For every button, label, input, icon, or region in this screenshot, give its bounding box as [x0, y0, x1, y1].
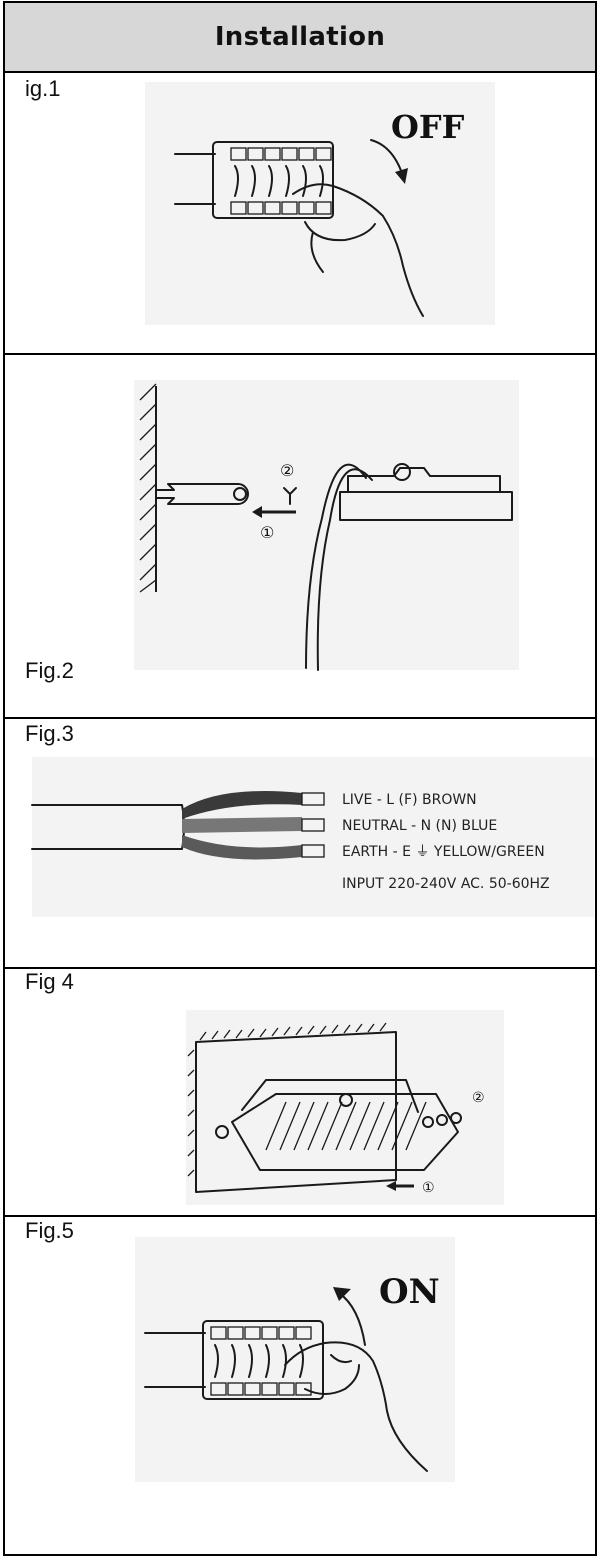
figure-5-breaker-on: ON: [135, 1237, 455, 1482]
conduit: [174, 153, 216, 205]
row-divider: [3, 967, 597, 969]
earth-wire-label: EARTH - E ⏚ YELLOW/GREEN: [342, 844, 545, 860]
knob: [450, 1112, 462, 1124]
neutral-terminal: [301, 818, 325, 832]
screw-icon: [283, 487, 297, 505]
row-divider: [3, 353, 597, 355]
earth-wire: [182, 835, 302, 860]
push-arrowhead: [386, 1181, 396, 1191]
step-2-callout: ②: [472, 1090, 485, 1106]
breaker-switches: [214, 1344, 304, 1378]
power-cable: [305, 463, 373, 671]
figure-1-label: ig.1: [25, 76, 61, 101]
insert-arrowhead: [252, 506, 262, 518]
step-1-callout: ①: [422, 1180, 435, 1196]
step-2-callout: ②: [280, 461, 294, 480]
row-divider: [3, 1215, 597, 1217]
breaker-terminals-top: [230, 147, 332, 161]
mounting-wall: [195, 1031, 397, 1193]
mount-bracket: [155, 483, 249, 505]
breaker-block: [202, 1320, 324, 1400]
floodlight-body: [339, 467, 513, 521]
breaker-terminals-bottom: [230, 201, 332, 215]
figure-2-label: Fig.2: [25, 658, 74, 683]
hand: [284, 1341, 428, 1472]
figure-3-wiring-diagram: LIVE - L (F) BROWN NEUTRAL - N (N) BLUE …: [31, 757, 594, 917]
section-title: Installation: [214, 22, 386, 52]
figure-4-label: Fig 4: [25, 969, 74, 994]
on-arrowhead: [333, 1287, 351, 1301]
bracket-hole: [233, 487, 247, 501]
u-bracket: [241, 1079, 419, 1113]
floodlight-housing: [231, 1093, 459, 1171]
off-arrowhead: [395, 168, 408, 184]
breaker-terminals-top: [210, 1326, 312, 1340]
row-divider: [3, 717, 597, 719]
neutral-wire-label: NEUTRAL - N (N) BLUE: [342, 818, 497, 834]
on-callout: ON: [379, 1272, 440, 1312]
light-pivot: [393, 463, 411, 481]
breaker-switches: [234, 165, 324, 197]
wall-hatch: [139, 383, 157, 593]
figure-4-bracket-mount: ② ①: [186, 1010, 504, 1205]
figure-3-label: Fig.3: [25, 721, 74, 746]
bracket-bolt: [339, 1093, 353, 1107]
figure-5-label: Fig.5: [25, 1218, 74, 1243]
input-rating-label: INPUT 220-240V AC. 50-60HZ: [342, 876, 550, 892]
heatsink-fins: [265, 1101, 427, 1151]
left-bolt: [215, 1125, 229, 1139]
breaker-terminals-bottom: [210, 1382, 312, 1396]
live-terminal: [301, 792, 325, 806]
figure-1-breaker-off: OFF: [145, 82, 495, 325]
off-callout: OFF: [391, 108, 465, 146]
nut: [436, 1114, 448, 1126]
breaker-block: [212, 141, 334, 219]
washer: [422, 1116, 434, 1128]
figure-2-wall-mount: ② ①: [134, 380, 519, 671]
section-header: Installation: [3, 1, 597, 73]
live-wire-label: LIVE - L (F) BROWN: [342, 792, 477, 808]
earth-terminal: [301, 844, 325, 858]
live-wire: [182, 791, 302, 819]
conduit: [144, 1332, 206, 1388]
hand: [292, 183, 424, 317]
step-1-callout: ①: [260, 523, 274, 542]
neutral-wire: [182, 817, 302, 833]
wall-hatch: [187, 1022, 387, 1177]
